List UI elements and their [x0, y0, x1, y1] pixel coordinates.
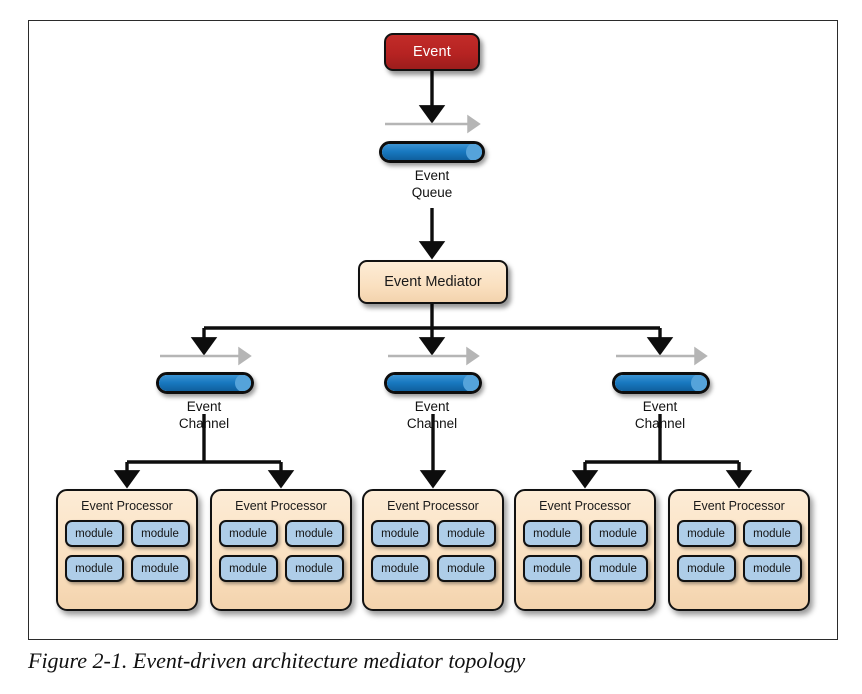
module[interactable]: module — [522, 520, 582, 547]
module[interactable]: module — [742, 555, 802, 582]
event-channel-1-body — [159, 375, 251, 391]
event-processor-2[interactable]: Event Processor module module module mod… — [210, 489, 352, 611]
event-channel-1[interactable] — [156, 372, 254, 394]
event-channel-2[interactable] — [384, 372, 482, 394]
event-processor-1-modules: module module module module — [64, 520, 190, 582]
module[interactable]: module — [522, 555, 582, 582]
event-channel-2-label: Event Channel — [406, 399, 458, 431]
event-processor-1[interactable]: Event Processor module module module mod… — [56, 489, 198, 611]
event-channel-1-end-cap — [235, 375, 251, 391]
event-channel-2-end-cap — [463, 375, 479, 391]
event-channel-3[interactable] — [612, 372, 710, 394]
event-channel-2-body — [387, 375, 479, 391]
module[interactable]: module — [436, 555, 496, 582]
module[interactable]: module — [284, 555, 344, 582]
event-channel-3-label: Event Channel — [634, 399, 686, 431]
event-processor-3-modules: module module module module — [370, 520, 496, 582]
module[interactable]: module — [676, 520, 736, 547]
event-queue-end-cap — [466, 144, 482, 160]
module[interactable]: module — [64, 555, 124, 582]
module[interactable]: module — [130, 520, 190, 547]
event-processor-4-modules: module module module module — [522, 520, 648, 582]
event-processor-4[interactable]: Event Processor module module module mod… — [514, 489, 656, 611]
module[interactable]: module — [370, 555, 430, 582]
event-processor-5[interactable]: Event Processor module module module mod… — [668, 489, 810, 611]
module[interactable]: module — [742, 520, 802, 547]
event-queue-node[interactable] — [379, 141, 485, 163]
event-processor-5-title: Event Processor — [693, 499, 785, 513]
event-processor-1-title: Event Processor — [81, 499, 173, 513]
module[interactable]: module — [436, 520, 496, 547]
module[interactable]: module — [218, 555, 278, 582]
event-processor-4-title: Event Processor — [539, 499, 631, 513]
event-processor-5-modules: module module module module — [676, 520, 802, 582]
module[interactable]: module — [676, 555, 736, 582]
module[interactable]: module — [370, 520, 430, 547]
event-channel-3-end-cap — [691, 375, 707, 391]
module[interactable]: module — [218, 520, 278, 547]
event-queue-body — [382, 144, 482, 160]
module[interactable]: module — [284, 520, 344, 547]
event-channel-3-body — [615, 375, 707, 391]
event-mediator-label: Event Mediator — [384, 274, 482, 290]
event-processor-3-title: Event Processor — [387, 499, 479, 513]
module[interactable]: module — [130, 555, 190, 582]
event-processor-3[interactable]: Event Processor module module module mod… — [362, 489, 504, 611]
event-node[interactable]: Event — [384, 33, 480, 71]
figure-caption: Figure 2-1. Event-driven architecture me… — [28, 648, 526, 673]
module[interactable]: module — [588, 555, 648, 582]
module[interactable]: module — [588, 520, 648, 547]
event-mediator-node[interactable]: Event Mediator — [358, 260, 508, 304]
event-channel-1-label: Event Channel — [178, 399, 230, 431]
event-queue-label: Event Queue — [411, 168, 453, 200]
event-processor-2-modules: module module module module — [218, 520, 344, 582]
module[interactable]: module — [64, 520, 124, 547]
event-processor-2-title: Event Processor — [235, 499, 327, 513]
event-node-label: Event — [412, 44, 452, 60]
